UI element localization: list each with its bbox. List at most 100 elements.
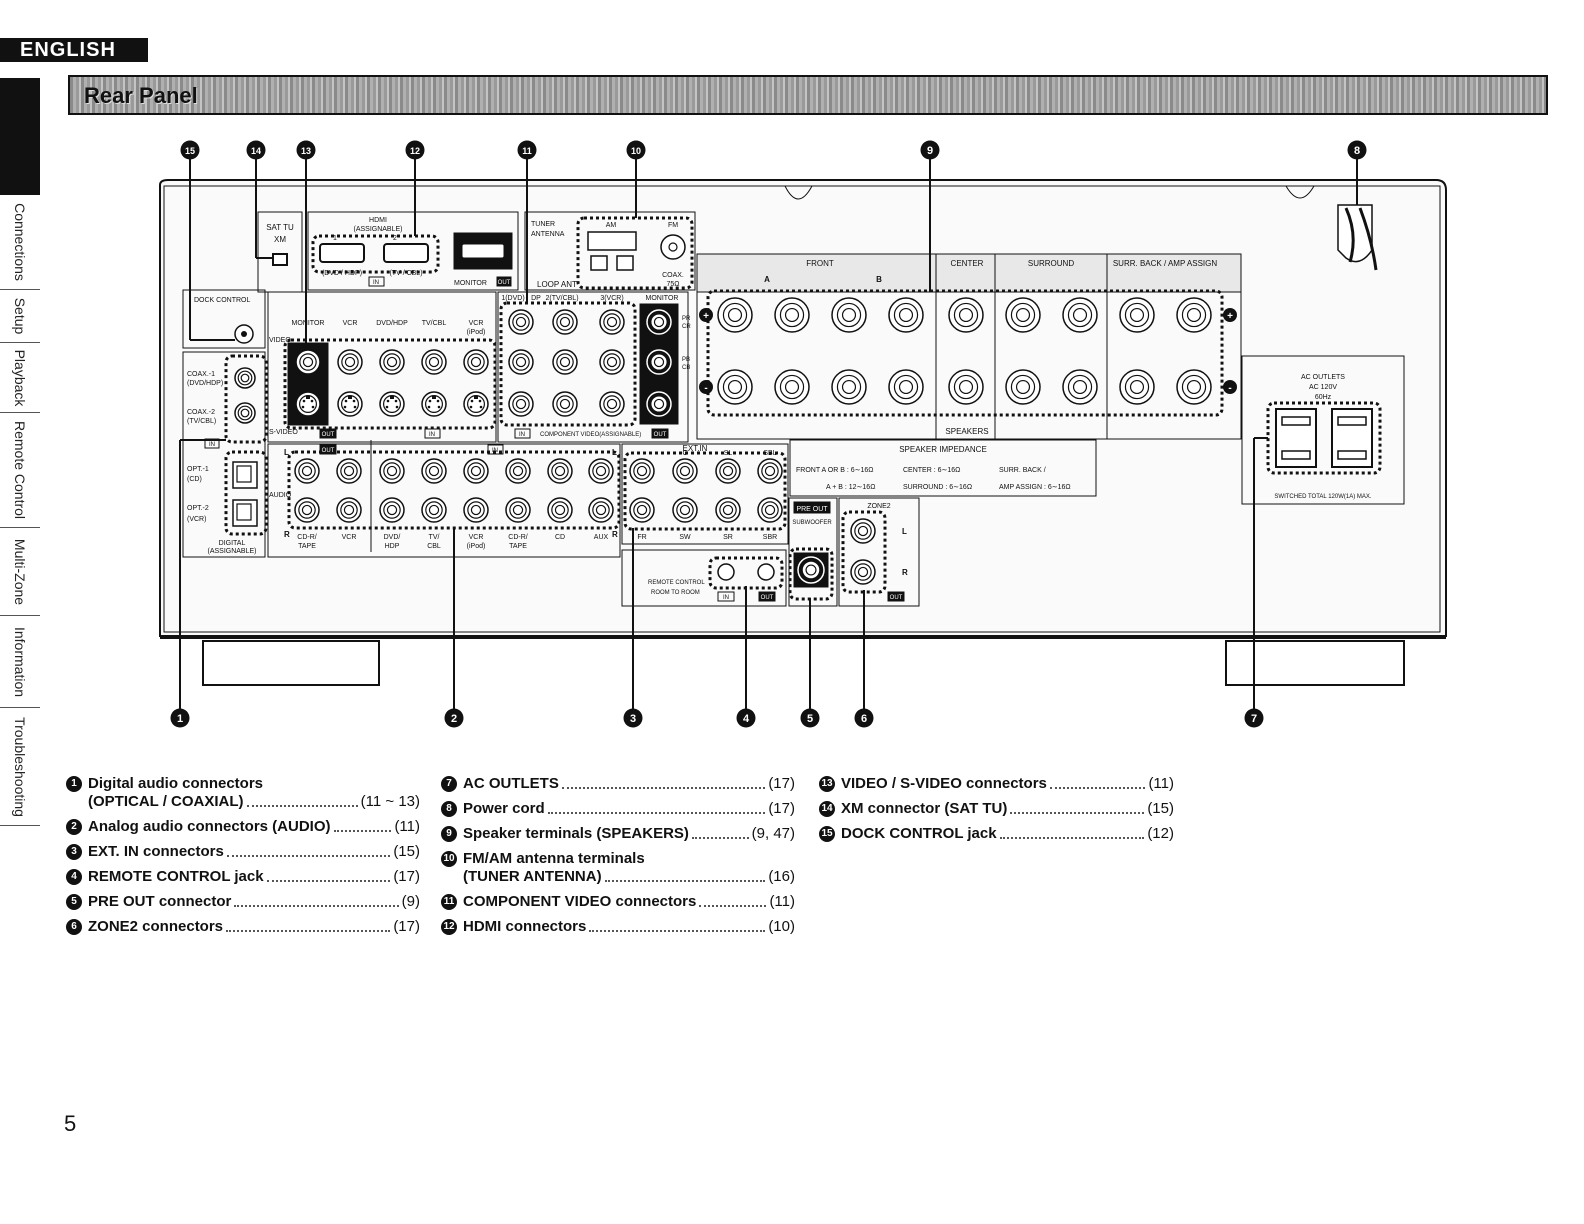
page-reference: (11) [769, 893, 795, 910]
legend-label: Analog audio connectors (AUDIO) [88, 818, 331, 835]
impedance-text: SURR. BACK / [999, 467, 1046, 474]
side-nav-item-connections[interactable]: Connections [0, 195, 40, 290]
out-tag [651, 428, 669, 439]
legend-line: REMOTE CONTROL jack(17) [88, 868, 420, 886]
subwoofer-label: SUBWOOFER [792, 520, 832, 526]
left-channel-label: L [284, 448, 289, 457]
rca-center [301, 465, 313, 477]
rca-center [764, 504, 776, 516]
polarity-badge [699, 308, 713, 322]
page-reference: (15) [1147, 800, 1174, 817]
rca-center [559, 398, 571, 410]
rca-center [386, 465, 398, 477]
coax1-label: COAX.-1 [187, 371, 215, 378]
dot-leader [333, 830, 392, 832]
legend-label: Speaker terminals (SPEAKERS) [463, 825, 689, 842]
ext-in-bottom-label: FR [637, 534, 646, 541]
component-column-label: 2(TV/CBL) [545, 295, 578, 302]
language-tab: ENGLISH [0, 38, 148, 62]
s-video-key [432, 396, 436, 399]
audio-column-label: CD-R/ [508, 534, 527, 541]
in-tag-label: IN [429, 432, 435, 438]
out-tag-label: OUT [890, 595, 903, 601]
section-header: Rear Panel [68, 75, 1548, 115]
hdmi-panel [307, 211, 519, 291]
ac-outlet-slot [1281, 416, 1311, 426]
in-tag-label: IN [492, 448, 498, 454]
side-nav-item-playback[interactable]: Playback [0, 343, 40, 413]
callout-badge-14 [246, 140, 266, 160]
rca-center [636, 504, 648, 516]
callout-badge-3 [623, 708, 643, 728]
rca-center [1072, 307, 1088, 323]
hdmi-assignable-label: (ASSIGNABLE) [353, 226, 402, 233]
rca-center [554, 465, 566, 477]
opt2-sub-label: (VCR) [187, 516, 206, 523]
cr-label: CR [682, 324, 691, 330]
s-video-label: S-VIDEO [269, 429, 298, 436]
s-video-pin [311, 405, 315, 409]
pre-out-panel [788, 497, 838, 607]
rca-center [653, 316, 665, 328]
callout-number-badge: 14 [819, 801, 835, 817]
hdmi-label: HDMI [369, 217, 387, 224]
side-nav-item-information[interactable]: Information [0, 616, 40, 708]
ext-in-group [623, 451, 787, 531]
page-reference: (12) [1147, 825, 1174, 842]
s-video-pin [479, 405, 483, 409]
callout-badge-12 [405, 140, 425, 160]
audio-column-label: VCR [342, 534, 357, 541]
sat-tu-label: SAT TU [266, 223, 294, 232]
callout-number: 15 [185, 146, 195, 156]
rca-center [722, 504, 734, 516]
impedance-text: A + B : 12∼16Ω [826, 484, 875, 491]
am-clip [590, 255, 608, 271]
legend-label: AC OUTLETS [463, 775, 559, 792]
hdmi-monitor-label: MONITOR [454, 280, 487, 287]
rca-center [1186, 379, 1202, 395]
side-nav-item-troubleshooting[interactable]: Troubleshooting [0, 708, 40, 826]
rca-center [1186, 307, 1202, 323]
dock-control-label: DOCK CONTROL [194, 297, 251, 304]
out-tag-label: OUT [654, 432, 667, 438]
rca-center [898, 379, 914, 395]
callout-number: 11 [522, 146, 532, 156]
dot-leader [699, 905, 767, 907]
rca-center [428, 504, 440, 516]
polarity-label: - [704, 383, 707, 394]
rca-center [784, 379, 800, 395]
side-nav-item-multi-zone[interactable]: Multi-Zone [0, 528, 40, 616]
legend-line: VIDEO / S-VIDEO connectors(11) [841, 775, 1174, 793]
polarity-badge [699, 380, 713, 394]
audio-column-label: TV/ [429, 534, 440, 541]
audio-column-sub-label: CBL [427, 543, 441, 550]
am-terminal [587, 231, 637, 251]
center-label: CENTER [951, 259, 984, 268]
s-video-pin [469, 405, 473, 409]
rca-center [428, 465, 440, 477]
legend-line: Power cord(17) [463, 800, 795, 818]
rca-center [240, 373, 250, 383]
callout-number-badge: 10 [441, 851, 457, 867]
side-nav-item-remote-control[interactable]: Remote Control [0, 413, 40, 528]
callout-badge-4 [736, 708, 756, 728]
s-video-pin [344, 399, 348, 403]
speaker-impedance-label: SPEAKER IMPEDANCE [899, 445, 987, 454]
hdmi-1-label: 1 [333, 235, 337, 242]
side-nav-item-setup[interactable]: Setup [0, 290, 40, 343]
callout-number-badge: 5 [66, 894, 82, 910]
right-foot [1225, 640, 1405, 686]
rca-center [386, 356, 398, 368]
speaker-a-label: A [764, 275, 770, 284]
in-tag-label: IN [373, 280, 379, 286]
video-column-label: MONITOR [292, 320, 325, 327]
tuner-label: TUNER [531, 221, 555, 228]
callout-number-badge: 11 [441, 894, 457, 910]
audio-column-sub-label: TAPE [298, 543, 316, 550]
page-reference: (16) [768, 868, 795, 885]
s-video-pin [437, 405, 441, 409]
room-to-room-label: ROOM TO ROOM [651, 590, 700, 596]
